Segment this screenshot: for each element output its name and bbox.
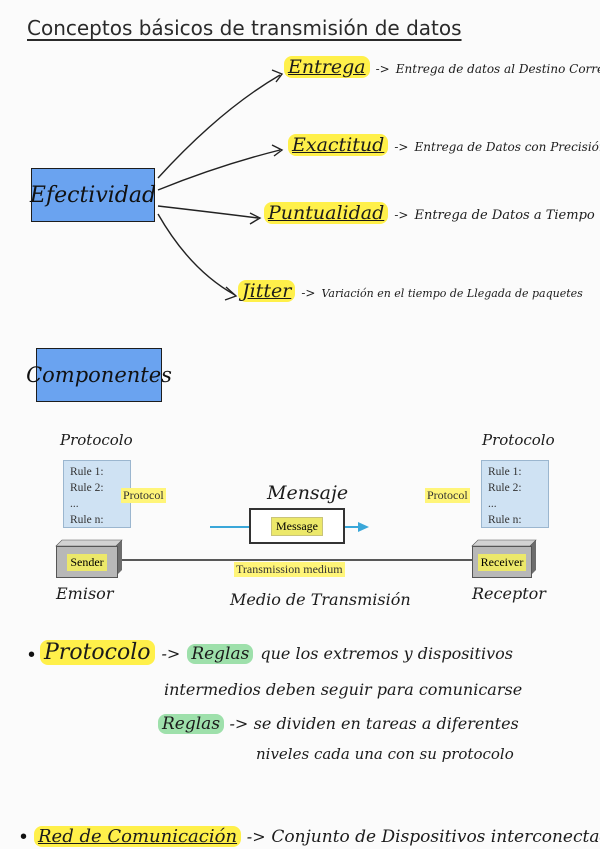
exactitud-term: Exactitud bbox=[288, 134, 389, 156]
entrega-desc: Entrega de datos al Destino Correcto bbox=[395, 62, 600, 76]
puntualidad-term: Puntualidad bbox=[264, 202, 389, 224]
receiver-label: Receiver bbox=[477, 553, 527, 571]
rule-line: Rule n: bbox=[70, 514, 104, 526]
protocolo-term: Protocolo bbox=[40, 640, 155, 665]
red-term: Red de Comunicación bbox=[34, 826, 242, 847]
note-line-3: se dividen en tareas a diferentes bbox=[253, 714, 519, 733]
entrega-term: Entrega bbox=[284, 56, 370, 78]
rule-line: ... bbox=[488, 498, 497, 510]
protocolo-note: Protocolo -> Reglas que los extremos y d… bbox=[40, 640, 513, 665]
page-title: Conceptos básicos de transmisión de dato… bbox=[27, 16, 462, 40]
rules-box-right: Rule 1: Rule 2: ... Rule n: bbox=[481, 460, 549, 528]
protocol-tag-right: Protocol bbox=[425, 488, 470, 503]
transmission-medium-label: Transmission medium bbox=[234, 562, 345, 577]
reglas-note: Reglas -> se dividen en tareas a diferen… bbox=[158, 714, 519, 734]
protocol-left-label: Protocolo bbox=[60, 431, 133, 449]
rule-line: Rule 2: bbox=[70, 482, 104, 494]
jitter-term: Jitter bbox=[238, 280, 296, 302]
rule-line: Rule 1: bbox=[70, 466, 104, 478]
bullet-dot: • bbox=[20, 826, 28, 848]
sender-label: Sender bbox=[67, 553, 107, 571]
item-entrega: Entrega -> Entrega de datos al Destino C… bbox=[284, 56, 600, 78]
entrega-arrow: -> bbox=[375, 62, 390, 76]
puntualidad-arrow: -> bbox=[394, 208, 409, 222]
message-label: Message bbox=[271, 516, 323, 536]
receptor-label: Receptor bbox=[472, 584, 546, 603]
exactitud-arrow: -> bbox=[394, 140, 409, 154]
medio-label: Medio de Transmisión bbox=[230, 590, 411, 609]
red-note: Red de Comunicación -> Conjunto de Dispo… bbox=[34, 826, 600, 847]
rule-line: Rule n: bbox=[488, 514, 522, 526]
components-box: Componentes bbox=[26, 348, 172, 402]
rule-line: Rule 2: bbox=[488, 482, 522, 494]
sender-device: Sender bbox=[56, 546, 118, 578]
bullet-dot: • bbox=[28, 644, 36, 666]
effectiveness-box: Efectividad bbox=[30, 168, 156, 222]
red-arrow: -> bbox=[246, 827, 266, 846]
note-line-1: que los extremos y dispositivos bbox=[260, 644, 513, 663]
jitter-desc: Variación en el tiempo de Llegada de paq… bbox=[321, 287, 583, 300]
rule-line: ... bbox=[70, 498, 79, 510]
emisor-label: Emisor bbox=[56, 584, 114, 603]
reglas-arrow: -> bbox=[229, 714, 249, 733]
protocol-tag-left: Protocol bbox=[121, 488, 166, 503]
receiver-device: Receiver bbox=[472, 546, 532, 578]
protocol-right-label: Protocolo bbox=[482, 431, 555, 449]
item-jitter: Jitter -> Variación en el tiempo de Lleg… bbox=[238, 280, 583, 302]
item-exactitud: Exactitud -> Entrega de Datos con Precis… bbox=[288, 134, 600, 156]
jitter-arrow: -> bbox=[301, 286, 316, 300]
item-puntualidad: Puntualidad -> Entrega de Datos a Tiempo bbox=[264, 202, 595, 224]
rules-box-left: Rule 1: Rule 2: ... Rule n: bbox=[63, 460, 131, 528]
mensaje-label: Mensaje bbox=[267, 482, 349, 504]
red-desc: Conjunto de Dispositivos interconectados bbox=[271, 827, 600, 847]
message-box: Message bbox=[249, 508, 345, 544]
note-line-4: niveles cada una con su protocolo bbox=[256, 745, 514, 763]
reglas-term-2: Reglas bbox=[158, 714, 225, 734]
reglas-term-1: Reglas bbox=[187, 644, 254, 664]
puntualidad-desc: Entrega de Datos a Tiempo bbox=[414, 208, 595, 223]
exactitud-desc: Entrega de Datos con Precisión bbox=[414, 140, 600, 154]
rule-line: Rule 1: bbox=[488, 466, 522, 478]
protocolo-arrow: -> bbox=[161, 644, 181, 663]
note-line-2: intermedios deben seguir para comunicars… bbox=[164, 680, 523, 699]
